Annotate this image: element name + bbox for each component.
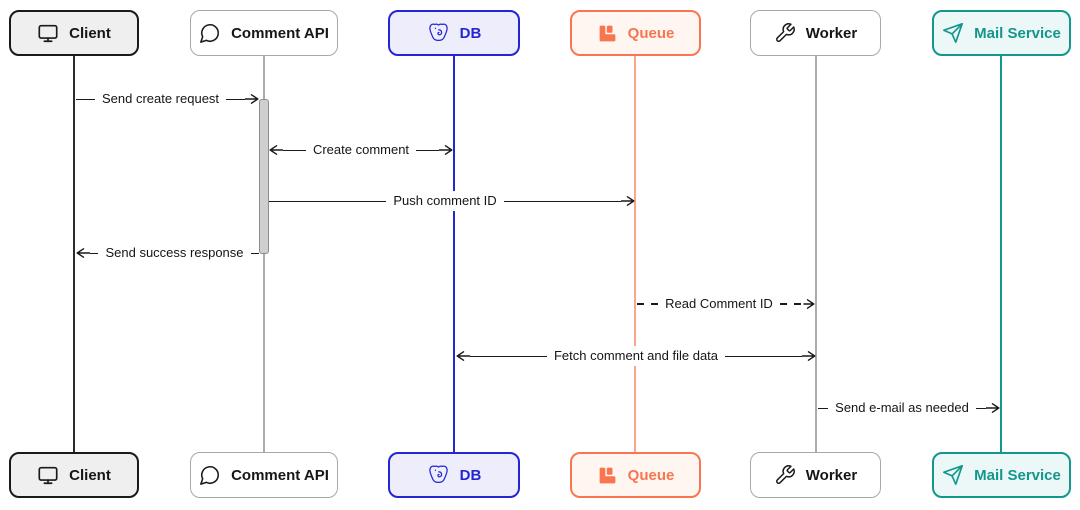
- actor-label: Client: [69, 466, 111, 484]
- actor-client-top: Client: [9, 10, 139, 56]
- postgresql-icon: [427, 22, 450, 45]
- arrowhead-right-icon: [621, 195, 635, 207]
- actor-comment-api-top: Comment API: [190, 10, 338, 56]
- paper-plane-icon: [942, 464, 964, 486]
- actor-label: Queue: [627, 24, 675, 42]
- actor-client-bottom: Client: [9, 452, 139, 498]
- message-line: [90, 252, 99, 254]
- actor-label: Comment API: [231, 466, 329, 484]
- message-send-create-request: Send create request: [76, 89, 259, 109]
- message-line: [76, 98, 95, 100]
- message-fetch-comment-and-file-data: Fetch comment and file data: [456, 346, 816, 366]
- lifeline-comment-api: [263, 56, 265, 452]
- actor-label: DB: [459, 24, 482, 42]
- speech-bubble-icon: [199, 22, 221, 44]
- message-push-comment-id: Push comment ID: [269, 191, 635, 211]
- wrench-icon: [774, 22, 796, 44]
- postgresql-icon: [427, 464, 450, 487]
- speech-bubble-icon: [199, 464, 221, 486]
- message-label: Send e-mail as needed: [828, 398, 976, 418]
- actor-label: Worker: [805, 466, 858, 484]
- monitor-icon: [37, 464, 59, 486]
- arrowhead-right-icon: [801, 298, 815, 310]
- rabbitmq-icon: [597, 465, 618, 486]
- rabbitmq-icon: [597, 23, 618, 44]
- actor-queue-bottom: Queue: [570, 452, 701, 498]
- actor-label: Mail Service: [974, 466, 1061, 484]
- message-label: Fetch comment and file data: [546, 346, 726, 366]
- actor-comment-api-bottom: Comment API: [190, 452, 338, 498]
- message-line: [283, 149, 306, 151]
- message-line: [416, 149, 439, 151]
- actor-label: Queue: [627, 466, 675, 484]
- arrowhead-left-icon: [269, 144, 283, 156]
- actor-label: Worker: [805, 24, 858, 42]
- actor-label: DB: [459, 466, 482, 484]
- arrowhead-right-icon: [986, 402, 1000, 414]
- actor-worker-top: Worker: [750, 10, 881, 56]
- lifeline-db: [453, 56, 455, 452]
- message-read-comment-id: Read Comment ID: [637, 294, 815, 314]
- message-line: [503, 200, 622, 202]
- message-line: [269, 200, 387, 202]
- message-line: [226, 98, 246, 100]
- actor-db-bottom: DB: [388, 452, 520, 498]
- message-line: [818, 407, 829, 409]
- message-line: [470, 355, 547, 357]
- lifeline-mail-service: [1000, 56, 1002, 452]
- message-label: Read Comment ID: [658, 294, 780, 314]
- message-label: Send create request: [94, 89, 227, 109]
- paper-plane-icon: [942, 22, 964, 44]
- actor-db-top: DB: [388, 10, 520, 56]
- message-label: Push comment ID: [386, 191, 504, 211]
- message-send-email-as-needed: Send e-mail as needed: [818, 398, 1000, 418]
- message-line: [725, 355, 802, 357]
- arrowhead-right-icon: [245, 93, 259, 105]
- message-line-dashed: [779, 303, 801, 305]
- wrench-icon: [774, 464, 796, 486]
- message-send-success-response: Send success response: [76, 243, 259, 263]
- actor-worker-bottom: Worker: [750, 452, 881, 498]
- message-line: [250, 252, 259, 254]
- arrowhead-right-icon: [439, 144, 453, 156]
- actor-mail-service-top: Mail Service: [932, 10, 1071, 56]
- lifeline-worker: [815, 56, 817, 452]
- lifeline-client: [73, 56, 75, 452]
- actor-label: Comment API: [231, 24, 329, 42]
- activation-bar-comment-api: [259, 99, 269, 254]
- arrowhead-right-icon: [802, 350, 816, 362]
- actor-mail-service-bottom: Mail Service: [932, 452, 1071, 498]
- arrowhead-left-icon: [76, 247, 90, 259]
- actor-label: Client: [69, 24, 111, 42]
- actor-queue-top: Queue: [570, 10, 701, 56]
- message-label: Create comment: [305, 140, 417, 160]
- message-line: [975, 407, 987, 409]
- lifeline-queue: [634, 56, 636, 452]
- message-line-dashed: [637, 303, 659, 305]
- message-create-comment: Create comment: [269, 140, 453, 160]
- monitor-icon: [37, 22, 59, 44]
- message-label: Send success response: [98, 243, 251, 263]
- actor-label: Mail Service: [974, 24, 1061, 42]
- arrowhead-left-icon: [456, 350, 470, 362]
